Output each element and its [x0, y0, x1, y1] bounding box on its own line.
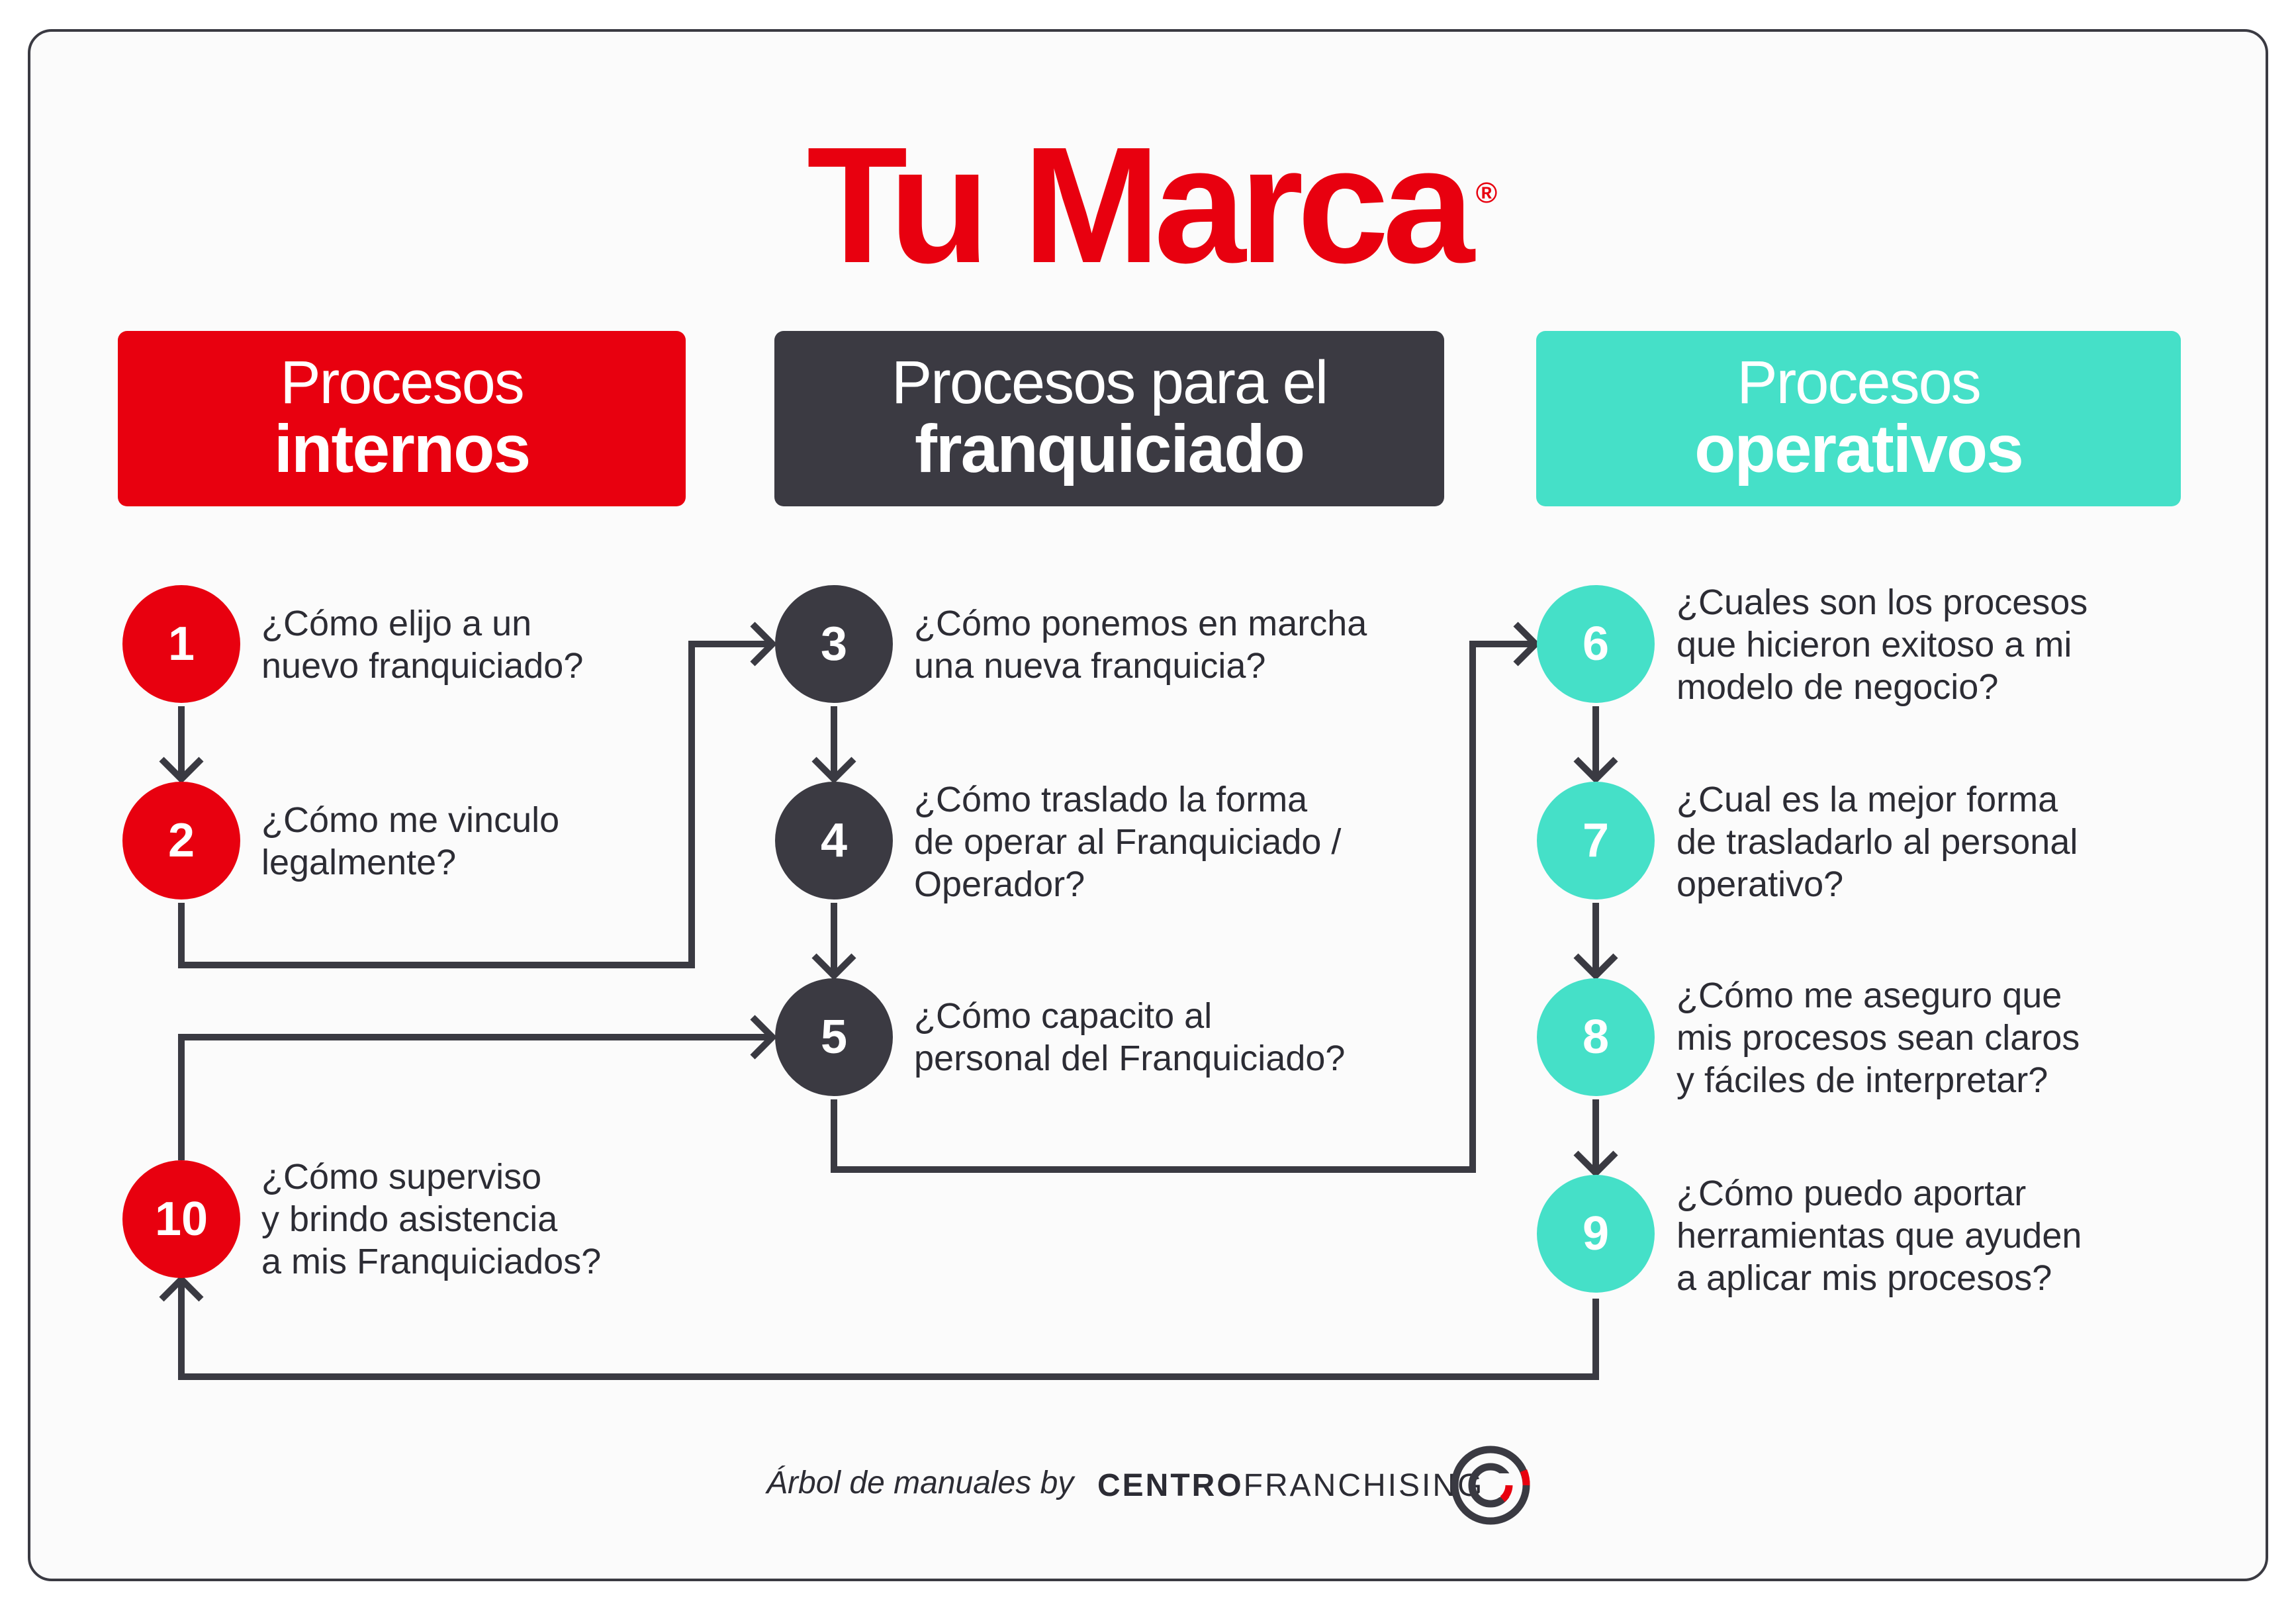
card-frame — [28, 29, 2268, 1581]
header-internos: Procesos internos — [118, 331, 686, 506]
arrowhead-6 — [1513, 622, 1541, 667]
step-node-1: 1 — [122, 585, 240, 703]
step-node-7: 7 — [1537, 782, 1655, 899]
arrowhead-4 — [811, 757, 856, 784]
arrow-5-to-6 — [831, 641, 1534, 1173]
arrowhead-3 — [750, 622, 778, 667]
arrowhead-7 — [1573, 757, 1618, 784]
arrowhead-9 — [1573, 1150, 1618, 1178]
step-node-5: 5 — [775, 978, 893, 1096]
step-node-3: 3 — [775, 585, 893, 703]
arrowhead-5-left — [750, 1015, 778, 1060]
brand-light: FRANCHISING — [1243, 1468, 1485, 1503]
header-franquiciado: Procesos para el franquiciado — [774, 331, 1444, 506]
step-node-9: 9 — [1537, 1175, 1655, 1293]
footer-brand: CENTROFRANCHISING — [1097, 1467, 1484, 1504]
header-line2: operativos — [1694, 411, 2024, 486]
arrow-9-to-10 — [178, 1281, 1599, 1380]
arrow-2-to-3 — [178, 641, 771, 968]
arrowhead-10 — [159, 1274, 204, 1302]
arrowhead-5 — [811, 953, 856, 981]
header-line1: Procesos para el — [891, 349, 1328, 416]
arrowhead-8 — [1573, 953, 1618, 981]
step-node-2: 2 — [122, 782, 240, 899]
step-node-6: 6 — [1537, 585, 1655, 703]
arrowhead-2 — [159, 757, 204, 784]
step-node-8: 8 — [1537, 978, 1655, 1096]
footer-by-text: Árbol de manuales by — [766, 1465, 1074, 1500]
arrow-10-to-5 — [178, 1034, 771, 1160]
centrofranchising-logo-icon — [1451, 1446, 1530, 1525]
page-title: Tu Marca® — [806, 113, 1498, 297]
header-line2: internos — [273, 411, 531, 486]
header-operativos: Procesos operativos — [1536, 331, 2181, 506]
brand-bold: CENTRO — [1097, 1468, 1244, 1503]
step-node-4: 4 — [775, 782, 893, 899]
header-line1: Procesos — [280, 349, 525, 416]
registered-mark: ® — [1475, 177, 1498, 209]
header-line2: franquiciado — [914, 411, 1305, 486]
step-node-10: 10 — [122, 1160, 240, 1278]
header-line1: Procesos — [1737, 349, 1982, 416]
